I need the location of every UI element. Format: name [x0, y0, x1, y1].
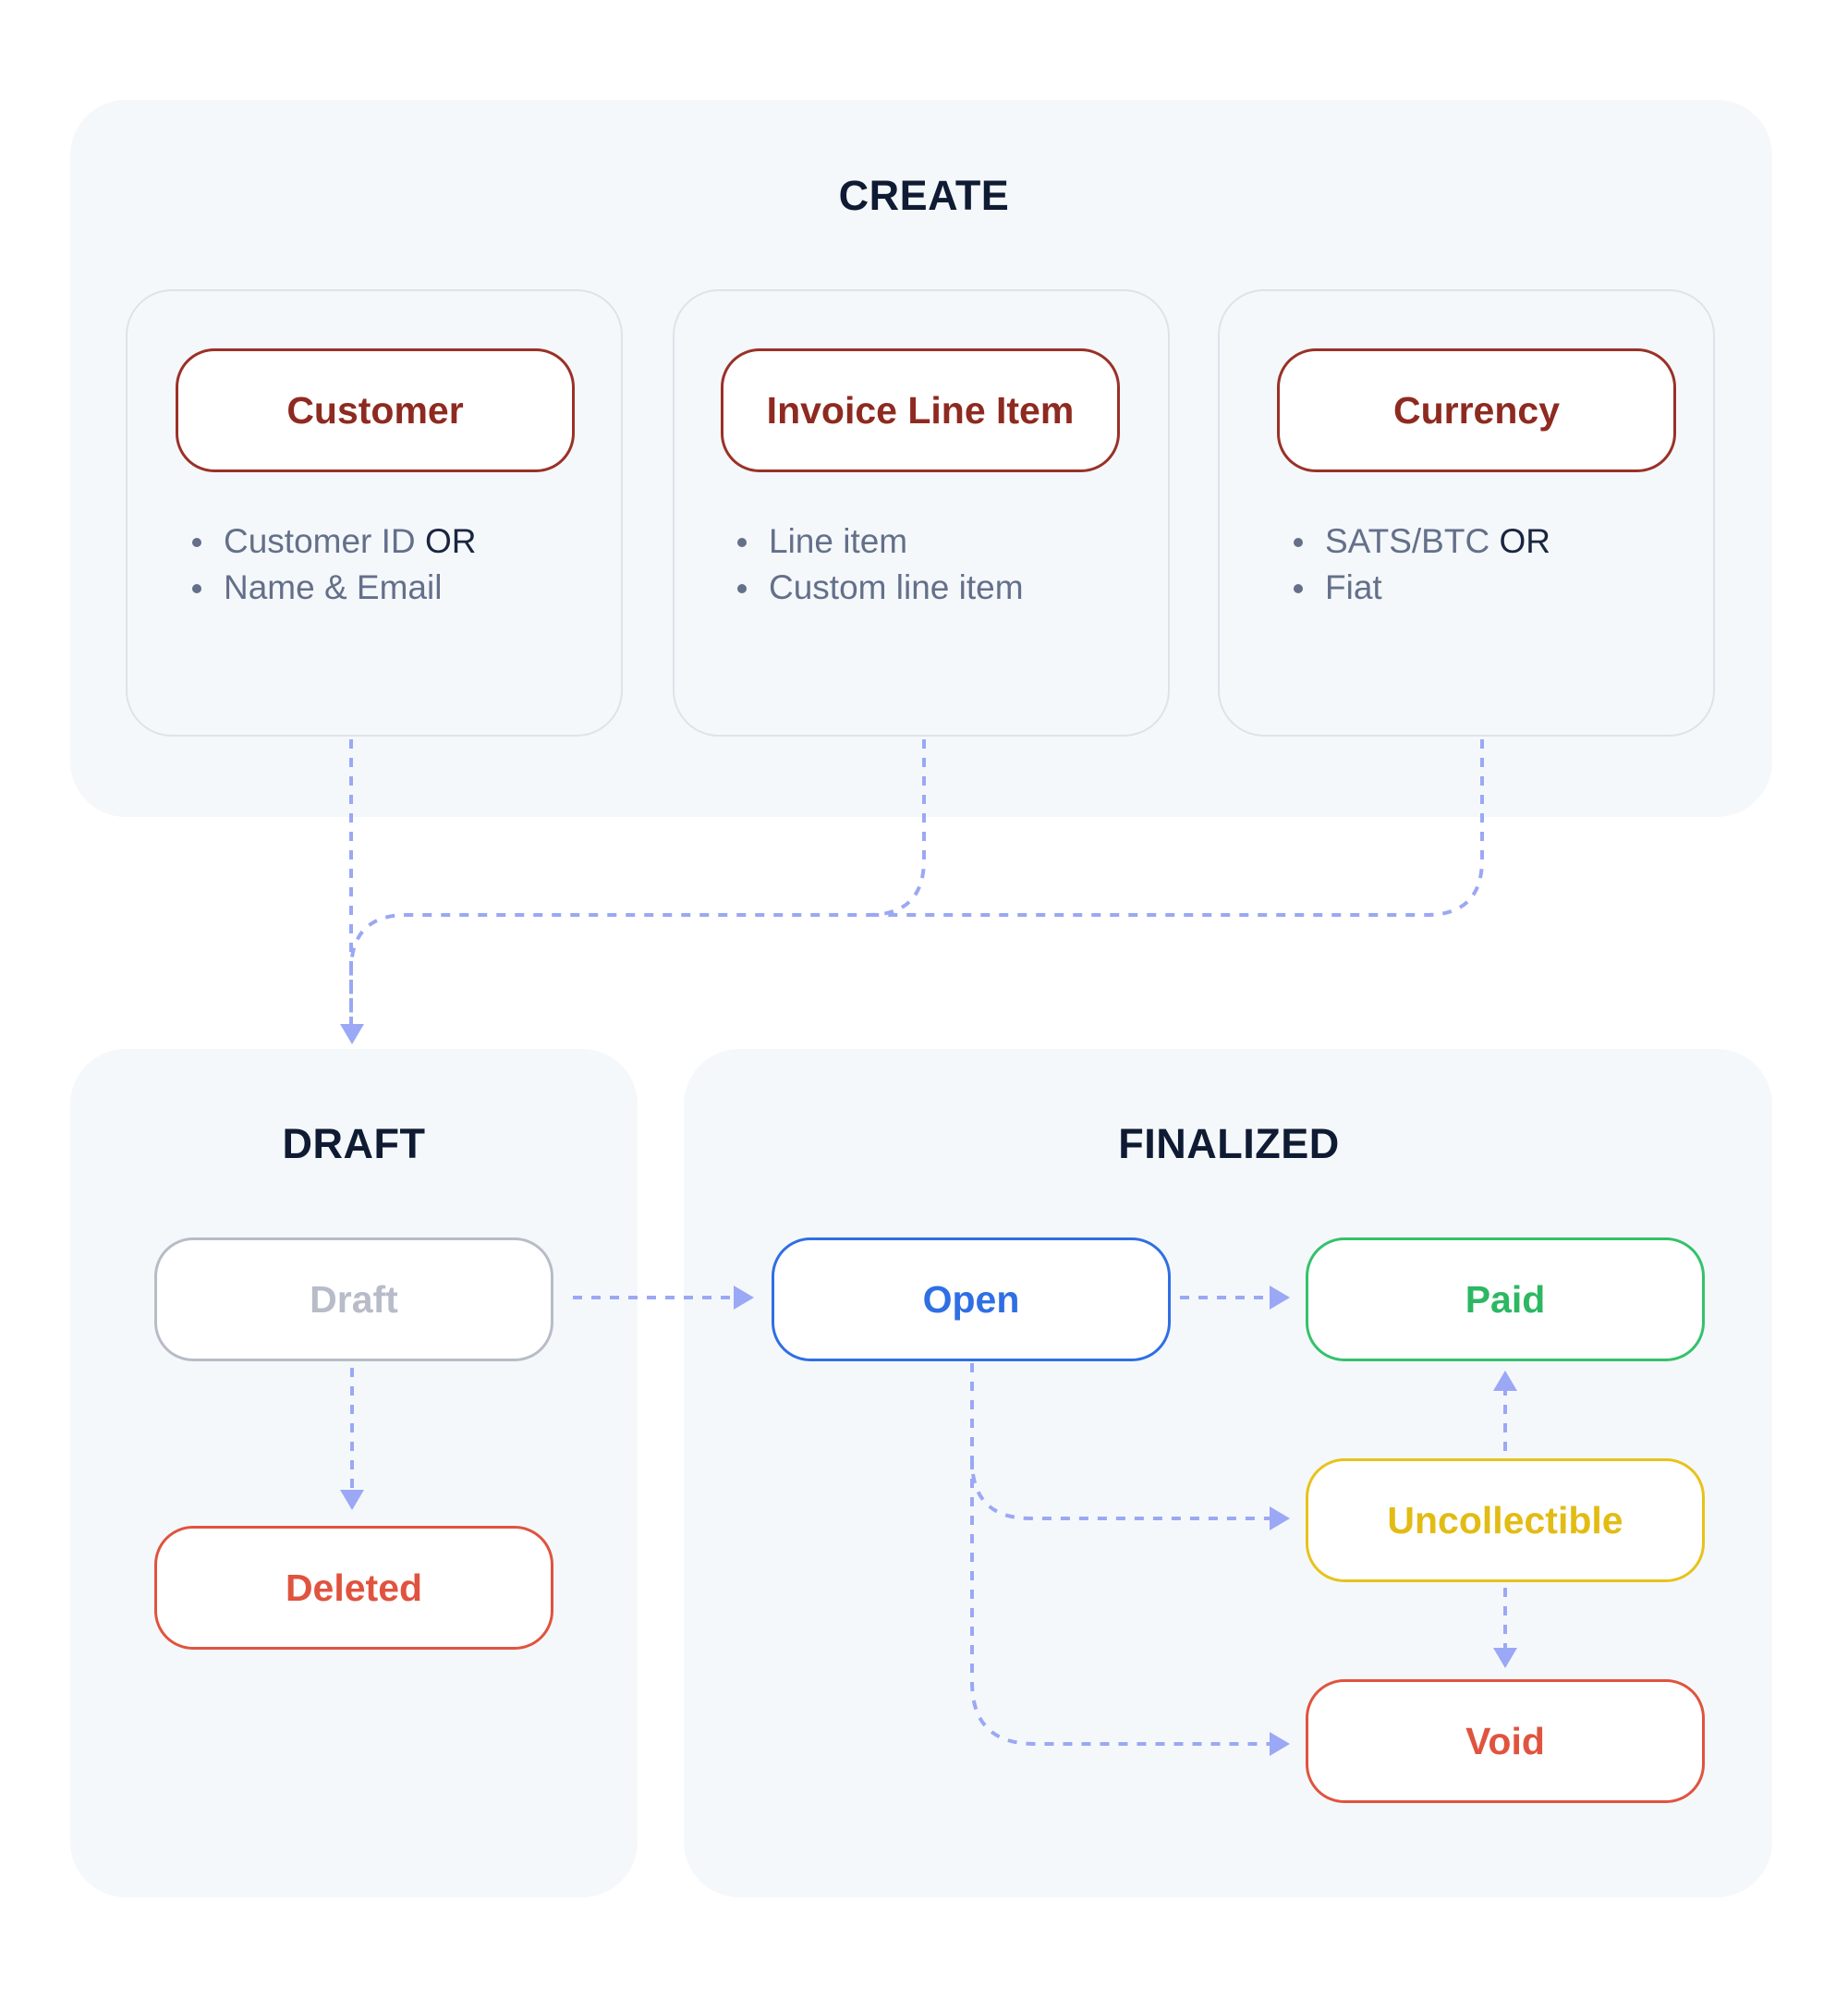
void-state-node[interactable]: Void: [1306, 1679, 1705, 1803]
or-keyword: OR: [424, 522, 477, 560]
draft-panel: [70, 1049, 638, 1897]
currency-requirements: SATS/BTC OR Fiat: [1294, 518, 1550, 611]
currency-to-draft-connector: [869, 739, 1484, 917]
arrowhead-void-right: [1270, 1732, 1290, 1756]
create-section-title: CREATE: [838, 172, 1010, 219]
list-item: Custom line item: [737, 565, 1024, 611]
arrowhead-open-right: [734, 1286, 754, 1310]
invoice-line-item-node[interactable]: Invoice Line Item: [721, 348, 1120, 472]
arrowhead-paid-right: [1270, 1286, 1290, 1310]
item-text: Name & Email: [224, 568, 443, 606]
list-item: Customer ID OR: [192, 518, 476, 565]
deleted-state-node[interactable]: Deleted: [154, 1526, 553, 1650]
open-to-uncollectible-connector: [970, 1363, 1270, 1520]
paid-state-node[interactable]: Paid: [1306, 1237, 1705, 1361]
arrowhead-void-down: [1493, 1648, 1517, 1668]
finalized-section-title: FINALIZED: [1118, 1120, 1340, 1167]
item-text: Fiat: [1325, 568, 1382, 606]
list-item: Name & Email: [192, 565, 476, 611]
arrowhead-draft-down: [340, 1024, 364, 1044]
draft-section-title: DRAFT: [282, 1120, 426, 1167]
list-item: Line item: [737, 518, 1024, 565]
arrowhead-deleted-down: [340, 1490, 364, 1510]
open-state-node[interactable]: Open: [772, 1237, 1171, 1361]
list-item: Fiat: [1294, 565, 1550, 611]
currency-node[interactable]: Currency: [1277, 348, 1676, 472]
customer-requirements: Customer ID OR Name & Email: [192, 518, 476, 611]
line-item-requirements: Line item Custom line item: [737, 518, 1024, 611]
list-item: SATS/BTC OR: [1294, 518, 1550, 565]
arrowhead-paid-up: [1493, 1371, 1517, 1391]
customer-node[interactable]: Customer: [176, 348, 575, 472]
uncollectible-state-node[interactable]: Uncollectible: [1306, 1458, 1705, 1582]
draft-state-node[interactable]: Draft: [154, 1237, 553, 1361]
line-item-to-draft-connector: [349, 739, 926, 1026]
item-text: SATS/BTC: [1325, 522, 1490, 560]
item-text: Customer ID: [224, 522, 416, 560]
or-keyword: OR: [1499, 522, 1550, 560]
item-text: Line item: [769, 522, 908, 560]
arrowhead-uncollectible-right: [1270, 1506, 1290, 1530]
open-to-void-connector: [970, 1460, 1270, 1746]
item-text: Custom line item: [769, 568, 1024, 606]
